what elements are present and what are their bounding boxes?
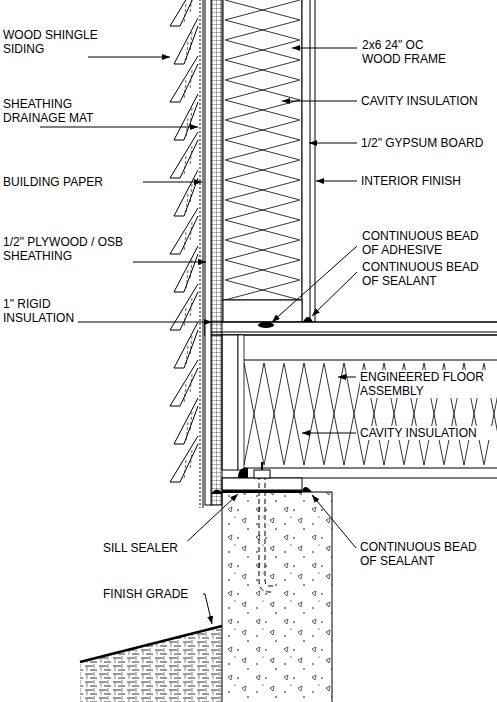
earth (80, 626, 222, 702)
callout-label: INTERIOR FINISH (361, 174, 494, 188)
rim-board (238, 335, 244, 470)
leader-line (312, 495, 356, 548)
shingle-grain (184, 0, 192, 24)
drainage-mat (200, 0, 201, 508)
shingle-grain (186, 32, 192, 62)
shingle-grain (186, 336, 192, 366)
leader-line (338, 377, 356, 378)
shingle (170, 284, 198, 330)
callout-label: ENGINEERED FLOOR ASSEMBLY (360, 370, 492, 398)
sealant-bead (302, 487, 312, 492)
leader-line (309, 143, 357, 144)
rim-joist (222, 335, 238, 470)
adhesive-bead (258, 322, 274, 328)
shingle-siding (170, 0, 198, 482)
rigid-insulation (211, 0, 222, 505)
floor-insulation (244, 360, 497, 468)
leader-line (88, 57, 170, 58)
callout-label: 1" RIGID INSULATION (3, 297, 75, 325)
leader-line (180, 494, 238, 548)
anchor-bolt (259, 475, 274, 592)
shingle-grain (186, 260, 192, 290)
shingle-grain (184, 70, 192, 100)
shingle-grain (186, 184, 192, 214)
grade-line (80, 626, 222, 662)
subfloor (205, 322, 497, 335)
callout-label: 1/2" PLYWOOD / OSB SHEATHING (3, 235, 133, 263)
shingle (170, 436, 198, 482)
callout-label: CAVITY INSULATION (361, 94, 494, 108)
bottom-plate (223, 300, 302, 322)
callout-label: FINISH GRADE (103, 587, 203, 601)
shingle (170, 0, 198, 26)
shingle-grain (184, 374, 192, 404)
shingle (174, 398, 198, 444)
shingle (170, 56, 198, 102)
bolt-end (261, 462, 263, 470)
leader-line (312, 272, 357, 316)
shingle-grain (186, 412, 192, 442)
leader-line (302, 433, 356, 434)
concrete-foundation (222, 492, 332, 702)
callout-label: BUILDING PAPER (3, 175, 143, 189)
callout-label: CAVITY INSULATION (360, 426, 493, 440)
shingle (174, 94, 198, 140)
callout-label: 2x6 24" OC WOOD FRAME (362, 38, 452, 66)
shingle (170, 208, 198, 254)
leader-lines (40, 48, 458, 624)
sill-plate (222, 478, 302, 490)
subfloor-line (205, 332, 497, 333)
callout-label: SHEATHING DRAINAGE MAT (3, 97, 138, 125)
shingle-grain (184, 146, 192, 176)
anchor-nut (254, 470, 270, 478)
callout-label: CONTINUOUS BEAD OF SEALANT (360, 540, 482, 568)
callout-label: CONTINUOUS BEAD OF SEALANT (362, 260, 484, 288)
callout-label: 1/2" GYPSUM BOARD (361, 136, 494, 150)
shingle-grain (184, 298, 192, 328)
shingle (174, 170, 198, 216)
shingle-grain (186, 108, 192, 138)
joist-line (244, 467, 497, 468)
sill-sealer (222, 490, 302, 493)
leader-line (316, 181, 357, 182)
leader-line (40, 127, 198, 128)
sealant-bead (238, 468, 248, 478)
shingle (170, 360, 198, 406)
shingle (174, 18, 198, 64)
leader-line (282, 101, 357, 102)
sheathing (205, 0, 211, 505)
building-paper (203, 0, 204, 508)
shingle-grain (184, 450, 192, 480)
shingle (174, 246, 198, 292)
stud-cavity (223, 0, 302, 300)
callout-label: CONTINUOUS BEAD OF ADHESIVE (362, 229, 484, 257)
sealant-bead (303, 317, 313, 322)
callout-label: SILL SEALER (103, 541, 203, 555)
leader-line (78, 322, 212, 323)
callout-label: WOOD SHINGLE SIDING (3, 28, 108, 56)
shingle (174, 322, 198, 368)
leader-line (272, 246, 357, 322)
leader-line (292, 48, 357, 49)
shingle (170, 132, 198, 178)
shingle-grain (184, 222, 192, 252)
